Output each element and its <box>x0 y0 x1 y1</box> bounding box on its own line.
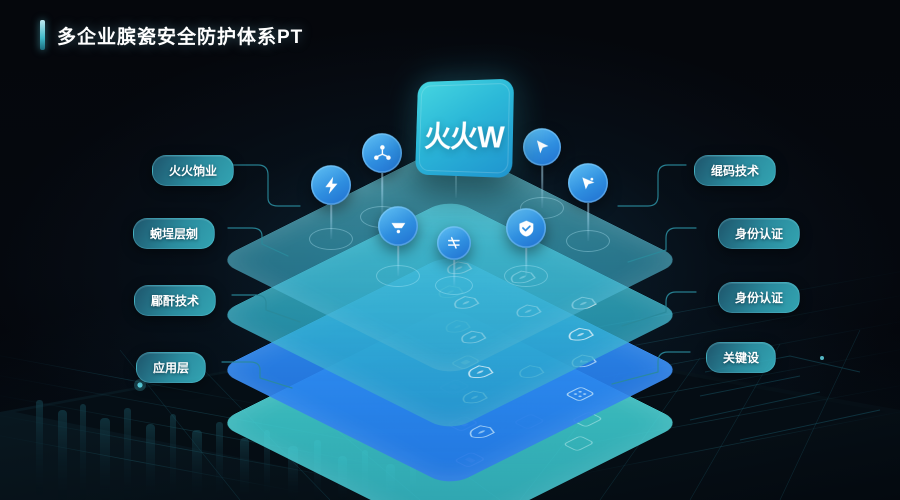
label-right-1[interactable]: 绲码技术 <box>694 155 777 186</box>
radar-icon <box>378 206 418 246</box>
cursor-icon <box>523 128 561 166</box>
network-icon <box>362 133 402 173</box>
pin-cursor[interactable] <box>520 128 564 219</box>
pin-stem <box>330 205 332 239</box>
doc-icon <box>559 434 599 454</box>
shield-icon <box>560 325 600 345</box>
pin-network[interactable] <box>360 133 404 228</box>
label-right-3[interactable]: 身份认证 <box>718 282 801 313</box>
pin-stem <box>397 246 399 276</box>
pin-base-ring <box>376 265 420 287</box>
pin-lightning[interactable] <box>309 165 353 250</box>
shield-icon <box>461 422 501 442</box>
label-left-1[interactable]: 火火饷业 <box>152 155 235 186</box>
pin-base-ring <box>566 230 610 252</box>
label-right-2[interactable]: 身份认证 <box>718 218 801 249</box>
shield-check-icon <box>506 208 546 248</box>
grid-dots-icon <box>560 384 600 404</box>
pin-stem <box>381 173 383 217</box>
location-icon <box>568 163 608 203</box>
pin-base-ring <box>309 228 353 250</box>
pin-location[interactable] <box>566 163 610 252</box>
lightning-icon <box>311 165 351 205</box>
label-left-2[interactable]: 蜿埕层剜 <box>133 218 216 249</box>
header-accent-bar <box>40 20 45 50</box>
page-header: 多企业膑瓷安全防护体系PT <box>40 20 303 50</box>
link-icon <box>437 226 471 260</box>
center-logo-panel[interactable]: 火火W <box>415 78 515 179</box>
pin-base-ring <box>504 265 548 287</box>
pin-stem <box>587 203 589 241</box>
pin-radar[interactable] <box>376 206 420 287</box>
label-right-4[interactable]: 关键设 <box>706 342 777 373</box>
page-title: 多企业膑瓷安全防护体系PT <box>57 26 304 48</box>
pin-base-ring <box>435 276 473 295</box>
pin-shield-check[interactable] <box>504 208 548 287</box>
label-left-4[interactable]: 应用层 <box>136 352 207 383</box>
pin-stem <box>541 166 543 208</box>
pin-stem <box>525 248 527 276</box>
panel-stem <box>455 172 457 198</box>
panel-logo-text: 火火W <box>423 120 504 155</box>
pin-link[interactable] <box>435 226 473 295</box>
label-left-3[interactable]: 郿酐技术 <box>134 285 217 316</box>
